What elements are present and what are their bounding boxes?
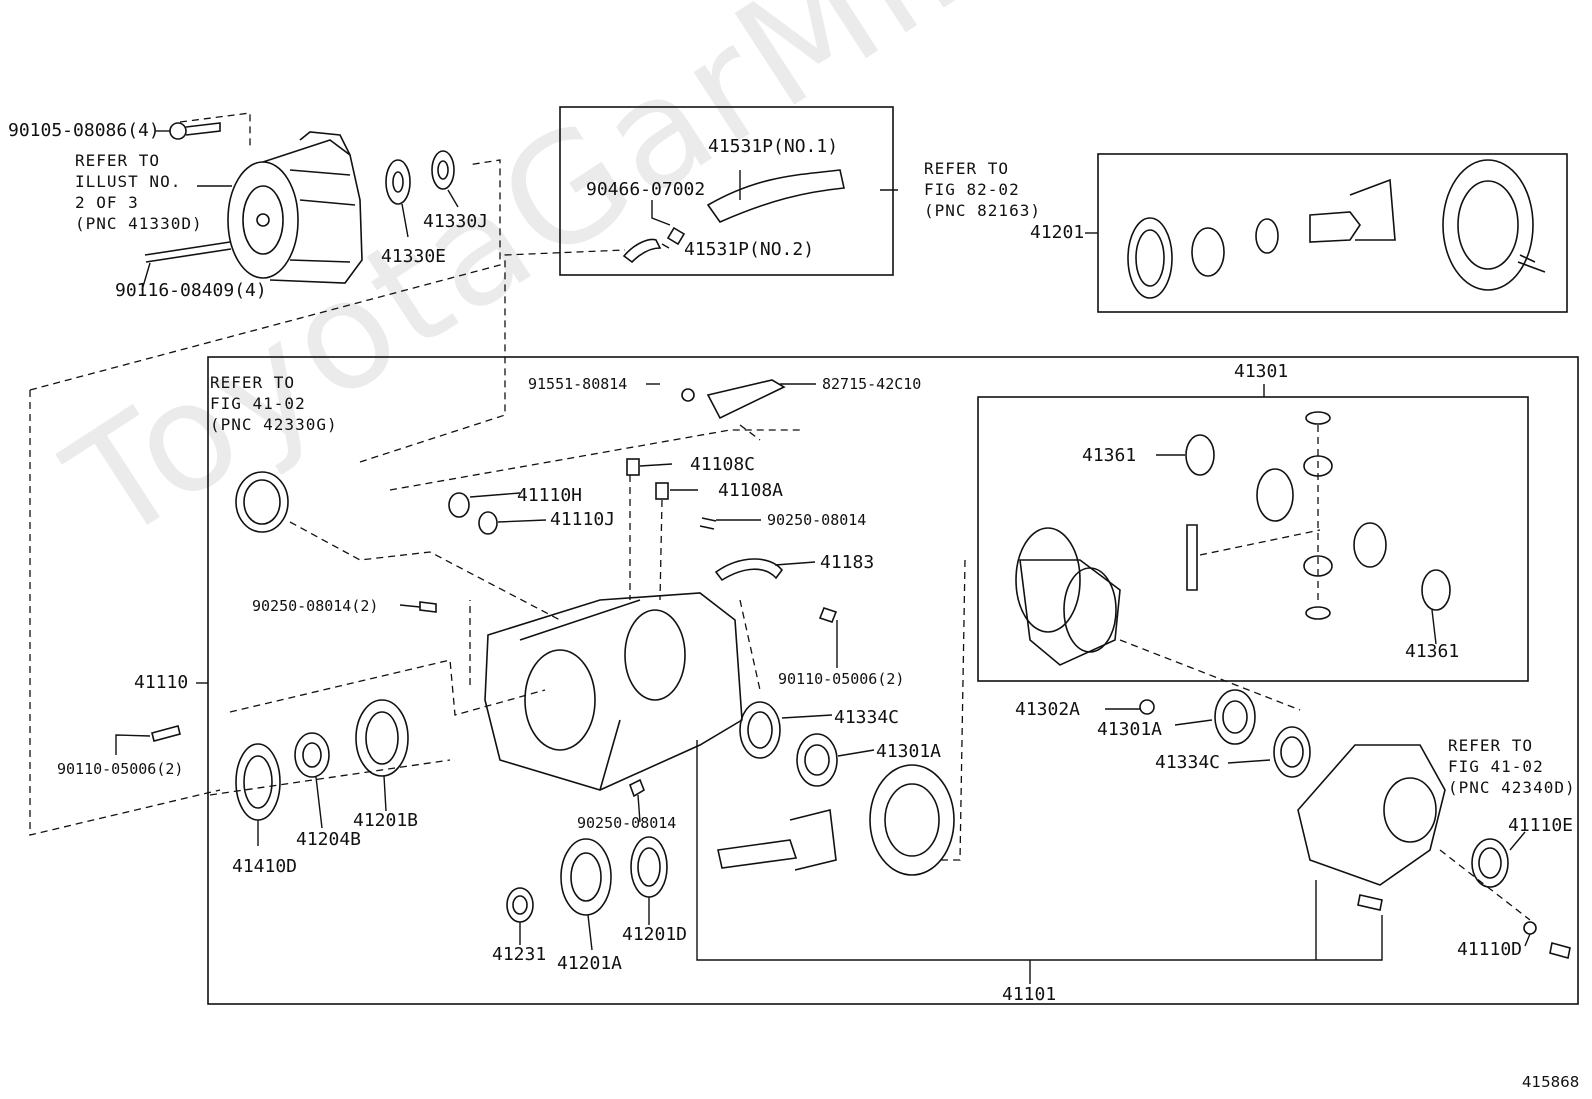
- ring-pinion-set-icon: [1127, 159, 1546, 299]
- refer-fig41-left-note: REFER TO FIG 41-02 (PNC 42330G): [210, 373, 338, 434]
- refer-fig82-note: REFER TO FIG 82-02 (PNC 82163): [924, 159, 1041, 220]
- label-41110h: 41110H: [517, 485, 583, 506]
- bearing-41301a-right-icon: [1214, 689, 1256, 745]
- label-41231: 41231: [492, 944, 547, 965]
- inset-hose-frame: [559, 106, 894, 276]
- bolt-90110-left-icon: [151, 725, 181, 742]
- label-41330e: 41330E: [381, 246, 447, 267]
- carrier-housing-icon: [484, 592, 743, 791]
- label-41361-bottom: 41361: [1405, 641, 1460, 662]
- label-41201a: 41201A: [557, 953, 623, 974]
- label-41361-top: 41361: [1082, 445, 1137, 466]
- washer-41361-top-icon: [1185, 434, 1215, 476]
- label-41301: 41301: [1234, 361, 1289, 382]
- pin-90250-icon: [699, 517, 717, 530]
- hose-41531p-no1-icon: [706, 169, 845, 223]
- refer-illust-note: REFER TO ILLUST NO. 2 OF 3 (PNC 41330D): [75, 151, 203, 233]
- bolt-90110-right-icon: [818, 607, 838, 623]
- pin-90250-bottom-icon: [629, 778, 645, 798]
- label-90105-08086: 90105-08086(4): [8, 120, 160, 141]
- washer-41361-bottom-icon: [1421, 569, 1451, 611]
- differential-case-icon: [1015, 527, 1121, 666]
- bearing-41201a-icon: [560, 838, 612, 916]
- seal-41110e-icon: [1471, 838, 1509, 888]
- clip-90466-icon: [666, 226, 686, 246]
- label-41110: 41110: [134, 672, 189, 693]
- spacer-41231-icon: [506, 887, 534, 923]
- label-41201b: 41201B: [353, 810, 419, 831]
- bearing-41301a-left-icon: [796, 733, 838, 787]
- label-90250-08014-2: 90250-08014(2): [252, 597, 379, 615]
- label-90250-08014-bottom: 90250-08014: [577, 814, 677, 832]
- drain-plug-icon: [1549, 941, 1571, 960]
- seal-41334c-right-icon: [1273, 726, 1311, 778]
- label-90250-08014-top: 90250-08014: [767, 511, 867, 529]
- plug-41110d-icon: [1523, 921, 1537, 935]
- label-41330j: 41330J: [423, 211, 489, 232]
- plug-41108a-icon: [655, 482, 669, 500]
- label-41110j: 41110J: [550, 509, 616, 530]
- seal-41110j-icon: [478, 511, 498, 535]
- bolt-90105-icon: [169, 122, 221, 140]
- seal-41110h-icon: [448, 492, 470, 518]
- label-41108c: 41108C: [690, 454, 756, 475]
- label-90110-05006-left: 90110-05006(2): [57, 760, 184, 778]
- plug-41108c-icon: [626, 458, 640, 476]
- label-41302a: 41302A: [1015, 699, 1081, 720]
- shim-41201d-icon: [630, 836, 668, 898]
- label-82715-42c10: 82715-42C10: [822, 375, 922, 393]
- label-41201d: 41201D: [622, 924, 688, 945]
- seal-41334c-left-icon: [739, 701, 781, 759]
- gasket-41330e-icon: [385, 159, 411, 205]
- bearing-41201b-icon: [355, 699, 409, 777]
- label-41204b: 41204B: [296, 829, 362, 850]
- oil-seal-41410d-icon: [235, 743, 281, 821]
- bracket-82715-icon: [681, 379, 786, 420]
- breather-hose-41183-icon: [714, 558, 784, 582]
- label-90110-05006-right: 90110-05006(2): [778, 670, 905, 688]
- label-41531p-no2: 41531P(NO.2): [684, 239, 815, 260]
- side-gear-icon: [1256, 468, 1387, 568]
- pinion-gear-icon: [717, 809, 837, 871]
- refer-fig41-right-note: REFER TO FIG 41-02 (PNC 42340D): [1448, 736, 1576, 797]
- label-41410d: 41410D: [232, 856, 298, 877]
- label-41334c-right: 41334C: [1155, 752, 1221, 773]
- oil-seal-left-icon: [235, 471, 289, 533]
- cover-41101-icon: [1297, 744, 1446, 886]
- label-41334c-left: 41334C: [834, 707, 900, 728]
- nut-41204b-icon: [294, 732, 330, 778]
- main-assembly-frame: [207, 356, 1579, 1005]
- bolt-41302a-icon: [1139, 699, 1155, 715]
- label-41201: 41201: [1030, 222, 1085, 243]
- label-41183: 41183: [820, 552, 875, 573]
- label-41108a: 41108A: [718, 480, 784, 501]
- bolt-cover-icon: [1357, 894, 1383, 911]
- stud-90116-icon: [144, 241, 232, 263]
- label-41110e: 41110E: [1508, 815, 1574, 836]
- figure-id: 415868: [1522, 1073, 1580, 1091]
- label-91551-80814: 91551-80814: [528, 375, 628, 393]
- ring-gear-icon: [869, 764, 955, 876]
- label-90466-07002: 90466-07002: [586, 179, 706, 200]
- label-90116-08409: 90116-08409(4): [115, 280, 267, 301]
- label-41110d: 41110D: [1457, 939, 1523, 960]
- hose-41531p-no2-icon: [622, 238, 662, 264]
- label-41531p-no1: 41531P(NO.1): [708, 136, 839, 157]
- rear-cover-housing-icon: [227, 131, 363, 284]
- pinion-shaft-icon: [1186, 524, 1198, 591]
- label-41101: 41101: [1002, 984, 1057, 1005]
- label-41301a-left: 41301A: [876, 741, 942, 762]
- inset-41301-frame: [977, 396, 1529, 682]
- gasket-41330j-icon: [431, 150, 455, 190]
- label-41301a-right: 41301A: [1097, 719, 1163, 740]
- pin-90250-left-icon: [419, 601, 437, 613]
